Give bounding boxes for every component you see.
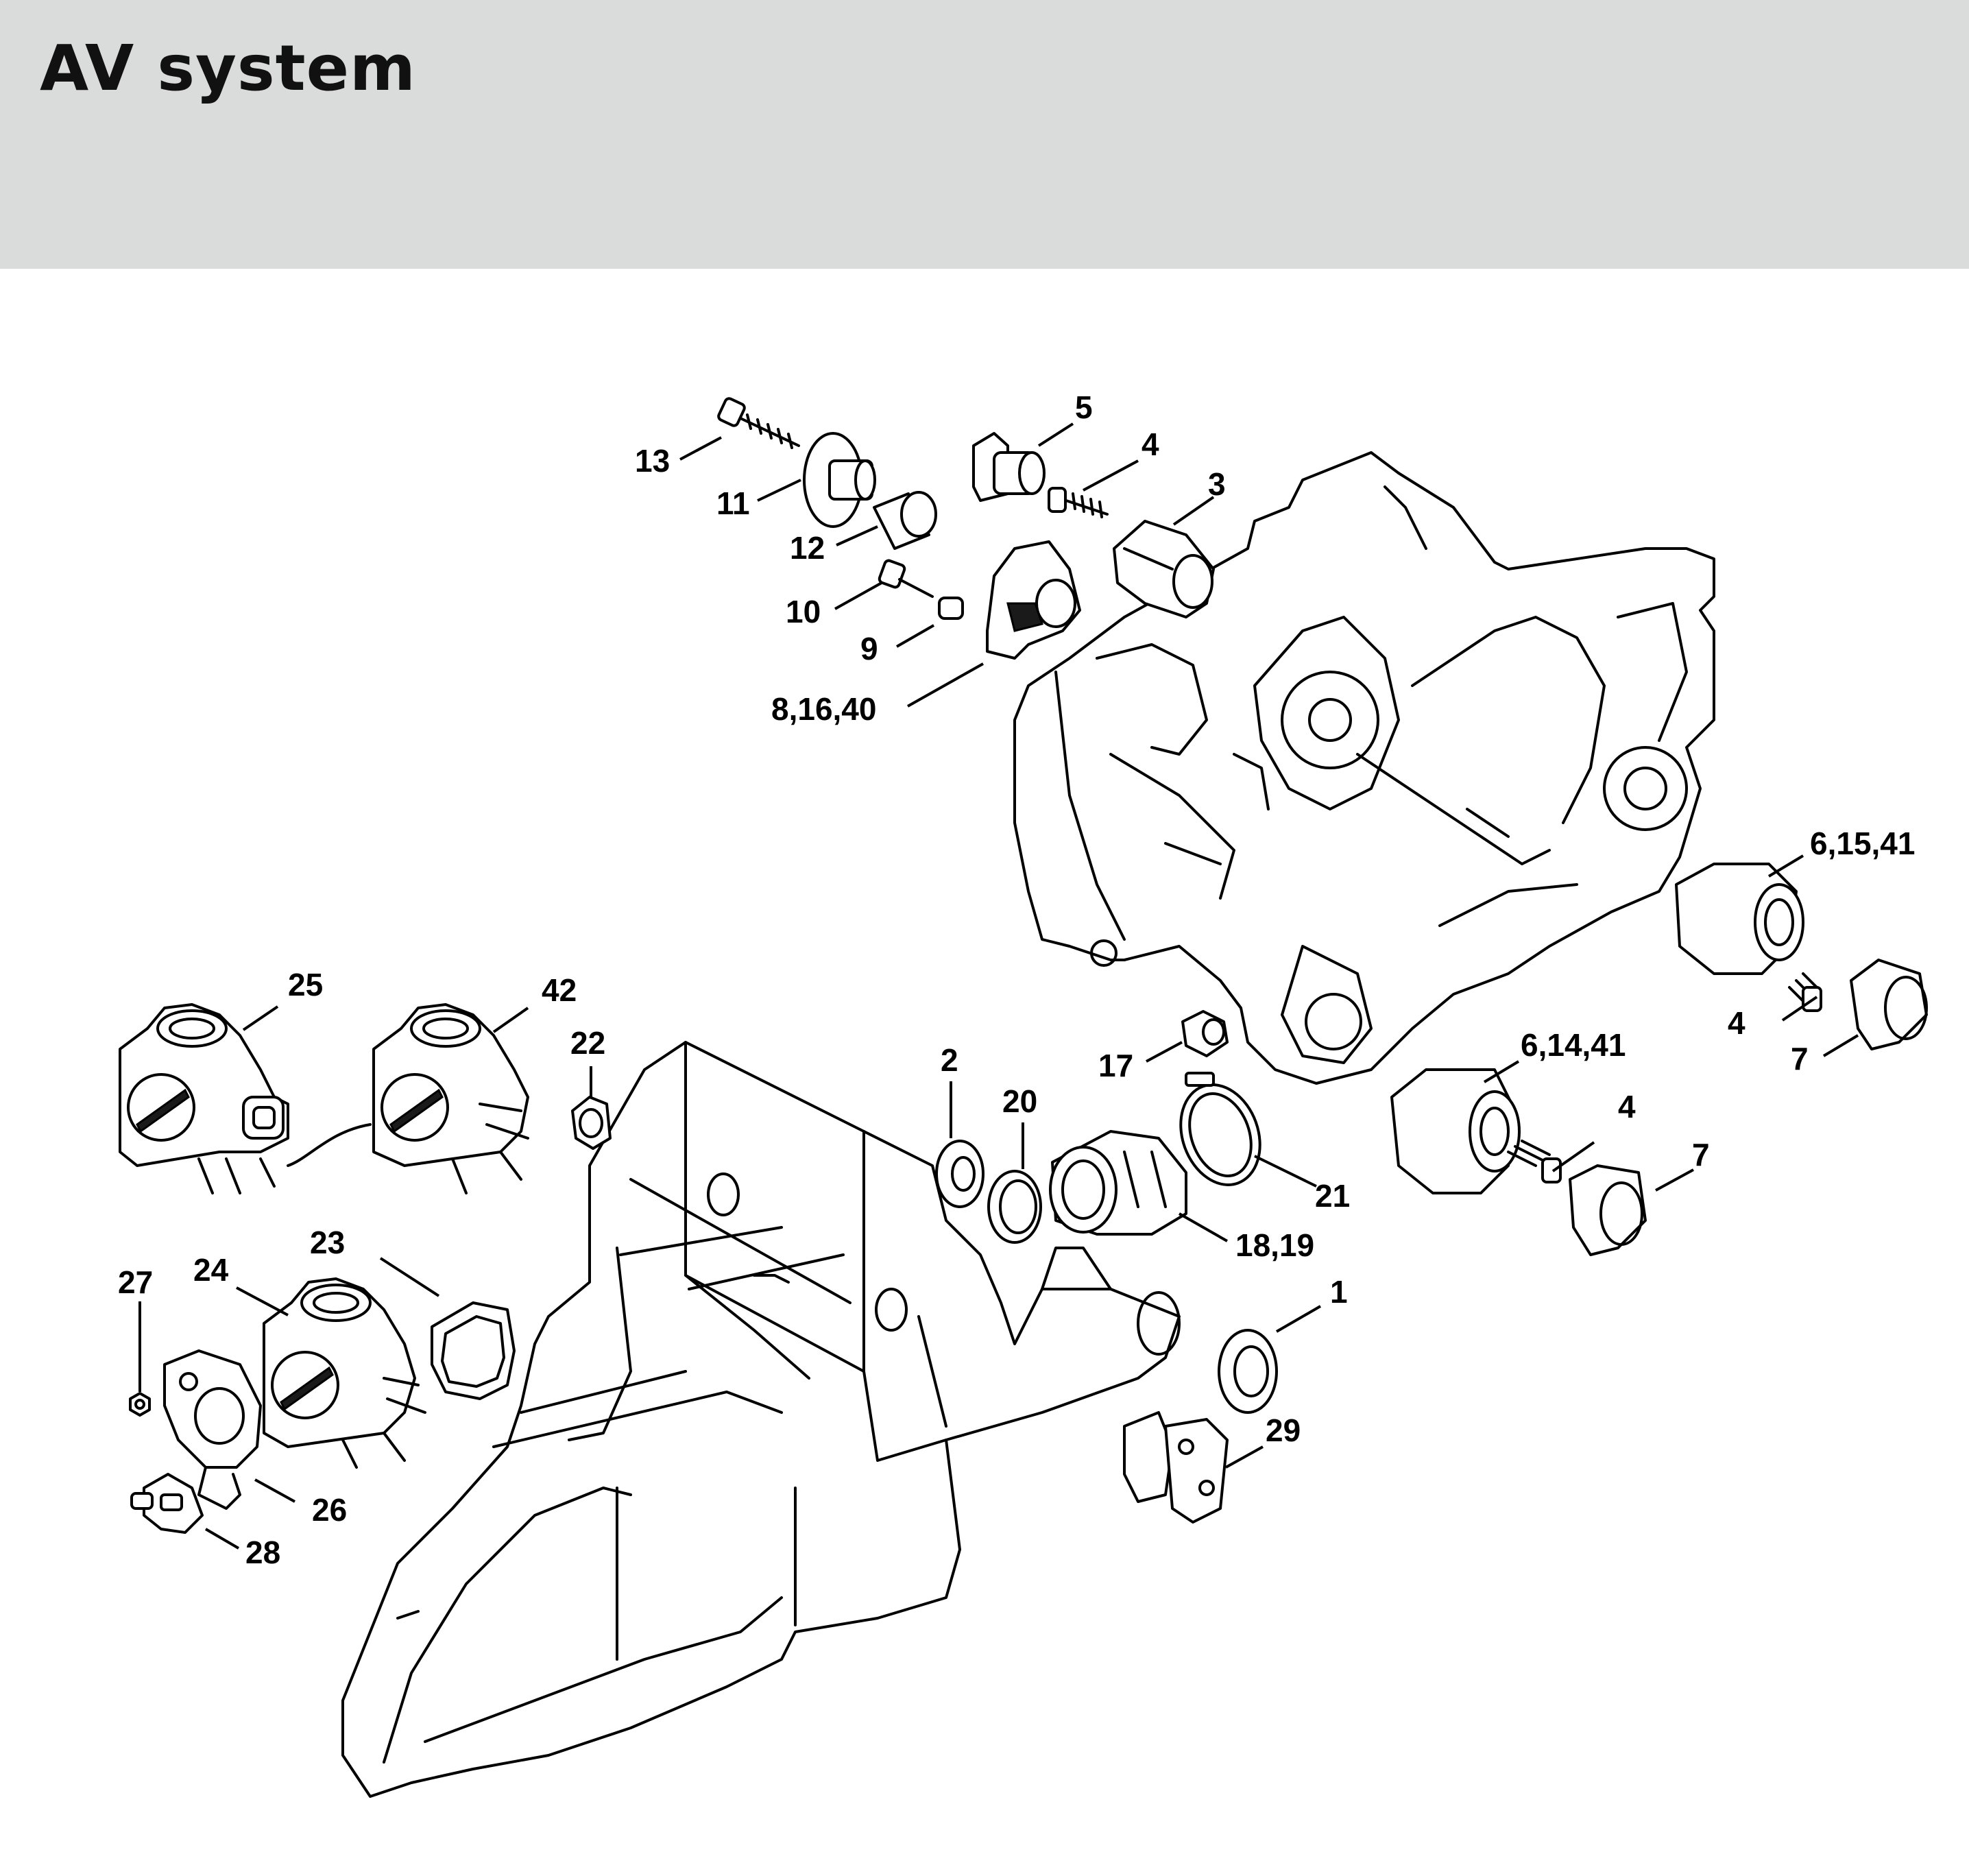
part-25-carburetor [119, 1003, 289, 1194]
part-8-buffer-cover [986, 540, 1081, 660]
exploded-parts-diagram: 13 11 12 10 9 8,16,40 5 4 3 6,15,41 4 7 … [0, 269, 1969, 1876]
part-6-14-41-buffer [1390, 1068, 1521, 1194]
callout-18-19: 18,19 [1235, 1227, 1314, 1263]
callout-13: 13 [635, 443, 670, 479]
part-5-bushing [972, 432, 1046, 502]
callout-9: 9 [860, 631, 878, 666]
part-22-grommet [571, 1096, 612, 1150]
diagram-canvas: 13 11 12 10 9 8,16,40 5 4 3 6,15,41 4 7 … [118, 389, 1928, 1798]
callout-24: 24 [193, 1252, 229, 1288]
callout-11: 11 [716, 485, 750, 521]
callout-6-15-41: 6,15,41 [1810, 826, 1915, 861]
callout-4-right-top: 4 [1728, 1005, 1745, 1041]
callout-3: 3 [1208, 466, 1226, 502]
part-4-spring-right-bottom [1507, 1140, 1562, 1183]
callout-5: 5 [1075, 389, 1093, 425]
callout-25: 25 [288, 967, 323, 1002]
part-7-cap-top [1850, 959, 1928, 1050]
part-6-15-41-buffer [1675, 863, 1804, 975]
part-10-screw [878, 559, 934, 598]
callout-23: 23 [310, 1225, 345, 1260]
part-42-carburetor [287, 1003, 529, 1194]
part-17-plug [1181, 1010, 1229, 1057]
callout-7-bottom: 7 [1692, 1137, 1710, 1172]
tank-handle-housing [341, 1041, 1181, 1798]
part-12-sleeve [873, 491, 937, 550]
callout-1: 1 [1330, 1274, 1348, 1310]
callout-42: 42 [542, 972, 577, 1008]
part-1-ring [1218, 1329, 1278, 1414]
callout-2: 2 [941, 1042, 958, 1078]
callout-4-right-bottom: 4 [1618, 1089, 1636, 1125]
callout-28: 28 [245, 1535, 280, 1570]
part-7-cap-bottom [1569, 1164, 1647, 1256]
callout-21: 21 [1315, 1178, 1350, 1214]
part-24-carburetor [263, 1277, 426, 1469]
callout-27: 27 [118, 1264, 153, 1300]
callout-20: 20 [1002, 1083, 1037, 1119]
part-28-connector [130, 1473, 204, 1534]
part-11-mount [803, 432, 876, 528]
part-3-buffer [1113, 520, 1215, 618]
header-banner: AV system [0, 0, 1969, 269]
callout-10: 10 [786, 594, 821, 629]
part-4-spring-top [1048, 487, 1109, 518]
callout-6-14-41: 6,14,41 [1521, 1027, 1626, 1063]
part-9-pin [938, 597, 964, 620]
leader-lines [138, 422, 1859, 1550]
part-26-gasket [163, 1349, 262, 1510]
callout-22: 22 [570, 1025, 605, 1061]
callout-26: 26 [312, 1492, 347, 1528]
callout-8-16-40: 8,16,40 [771, 691, 876, 727]
part-18-19-manifold [1049, 1130, 1187, 1236]
callout-17: 17 [1098, 1048, 1133, 1083]
part-27-nut [129, 1392, 151, 1417]
part-2-ring [935, 1140, 984, 1208]
page-title: AV system [40, 32, 416, 105]
callout-4-top: 4 [1141, 426, 1159, 462]
part-13-screw [717, 397, 800, 449]
part-20-ring [987, 1170, 1042, 1244]
part-23-gasket [431, 1301, 516, 1400]
part-21-clamp [1179, 1072, 1261, 1186]
callout-29: 29 [1266, 1412, 1301, 1448]
callout-7-top: 7 [1791, 1041, 1809, 1077]
callout-12: 12 [790, 530, 825, 566]
callout-labels: 13 11 12 10 9 8,16,40 5 4 3 6,15,41 4 7 … [118, 389, 1915, 1570]
part-29-bracket [1123, 1411, 1229, 1524]
